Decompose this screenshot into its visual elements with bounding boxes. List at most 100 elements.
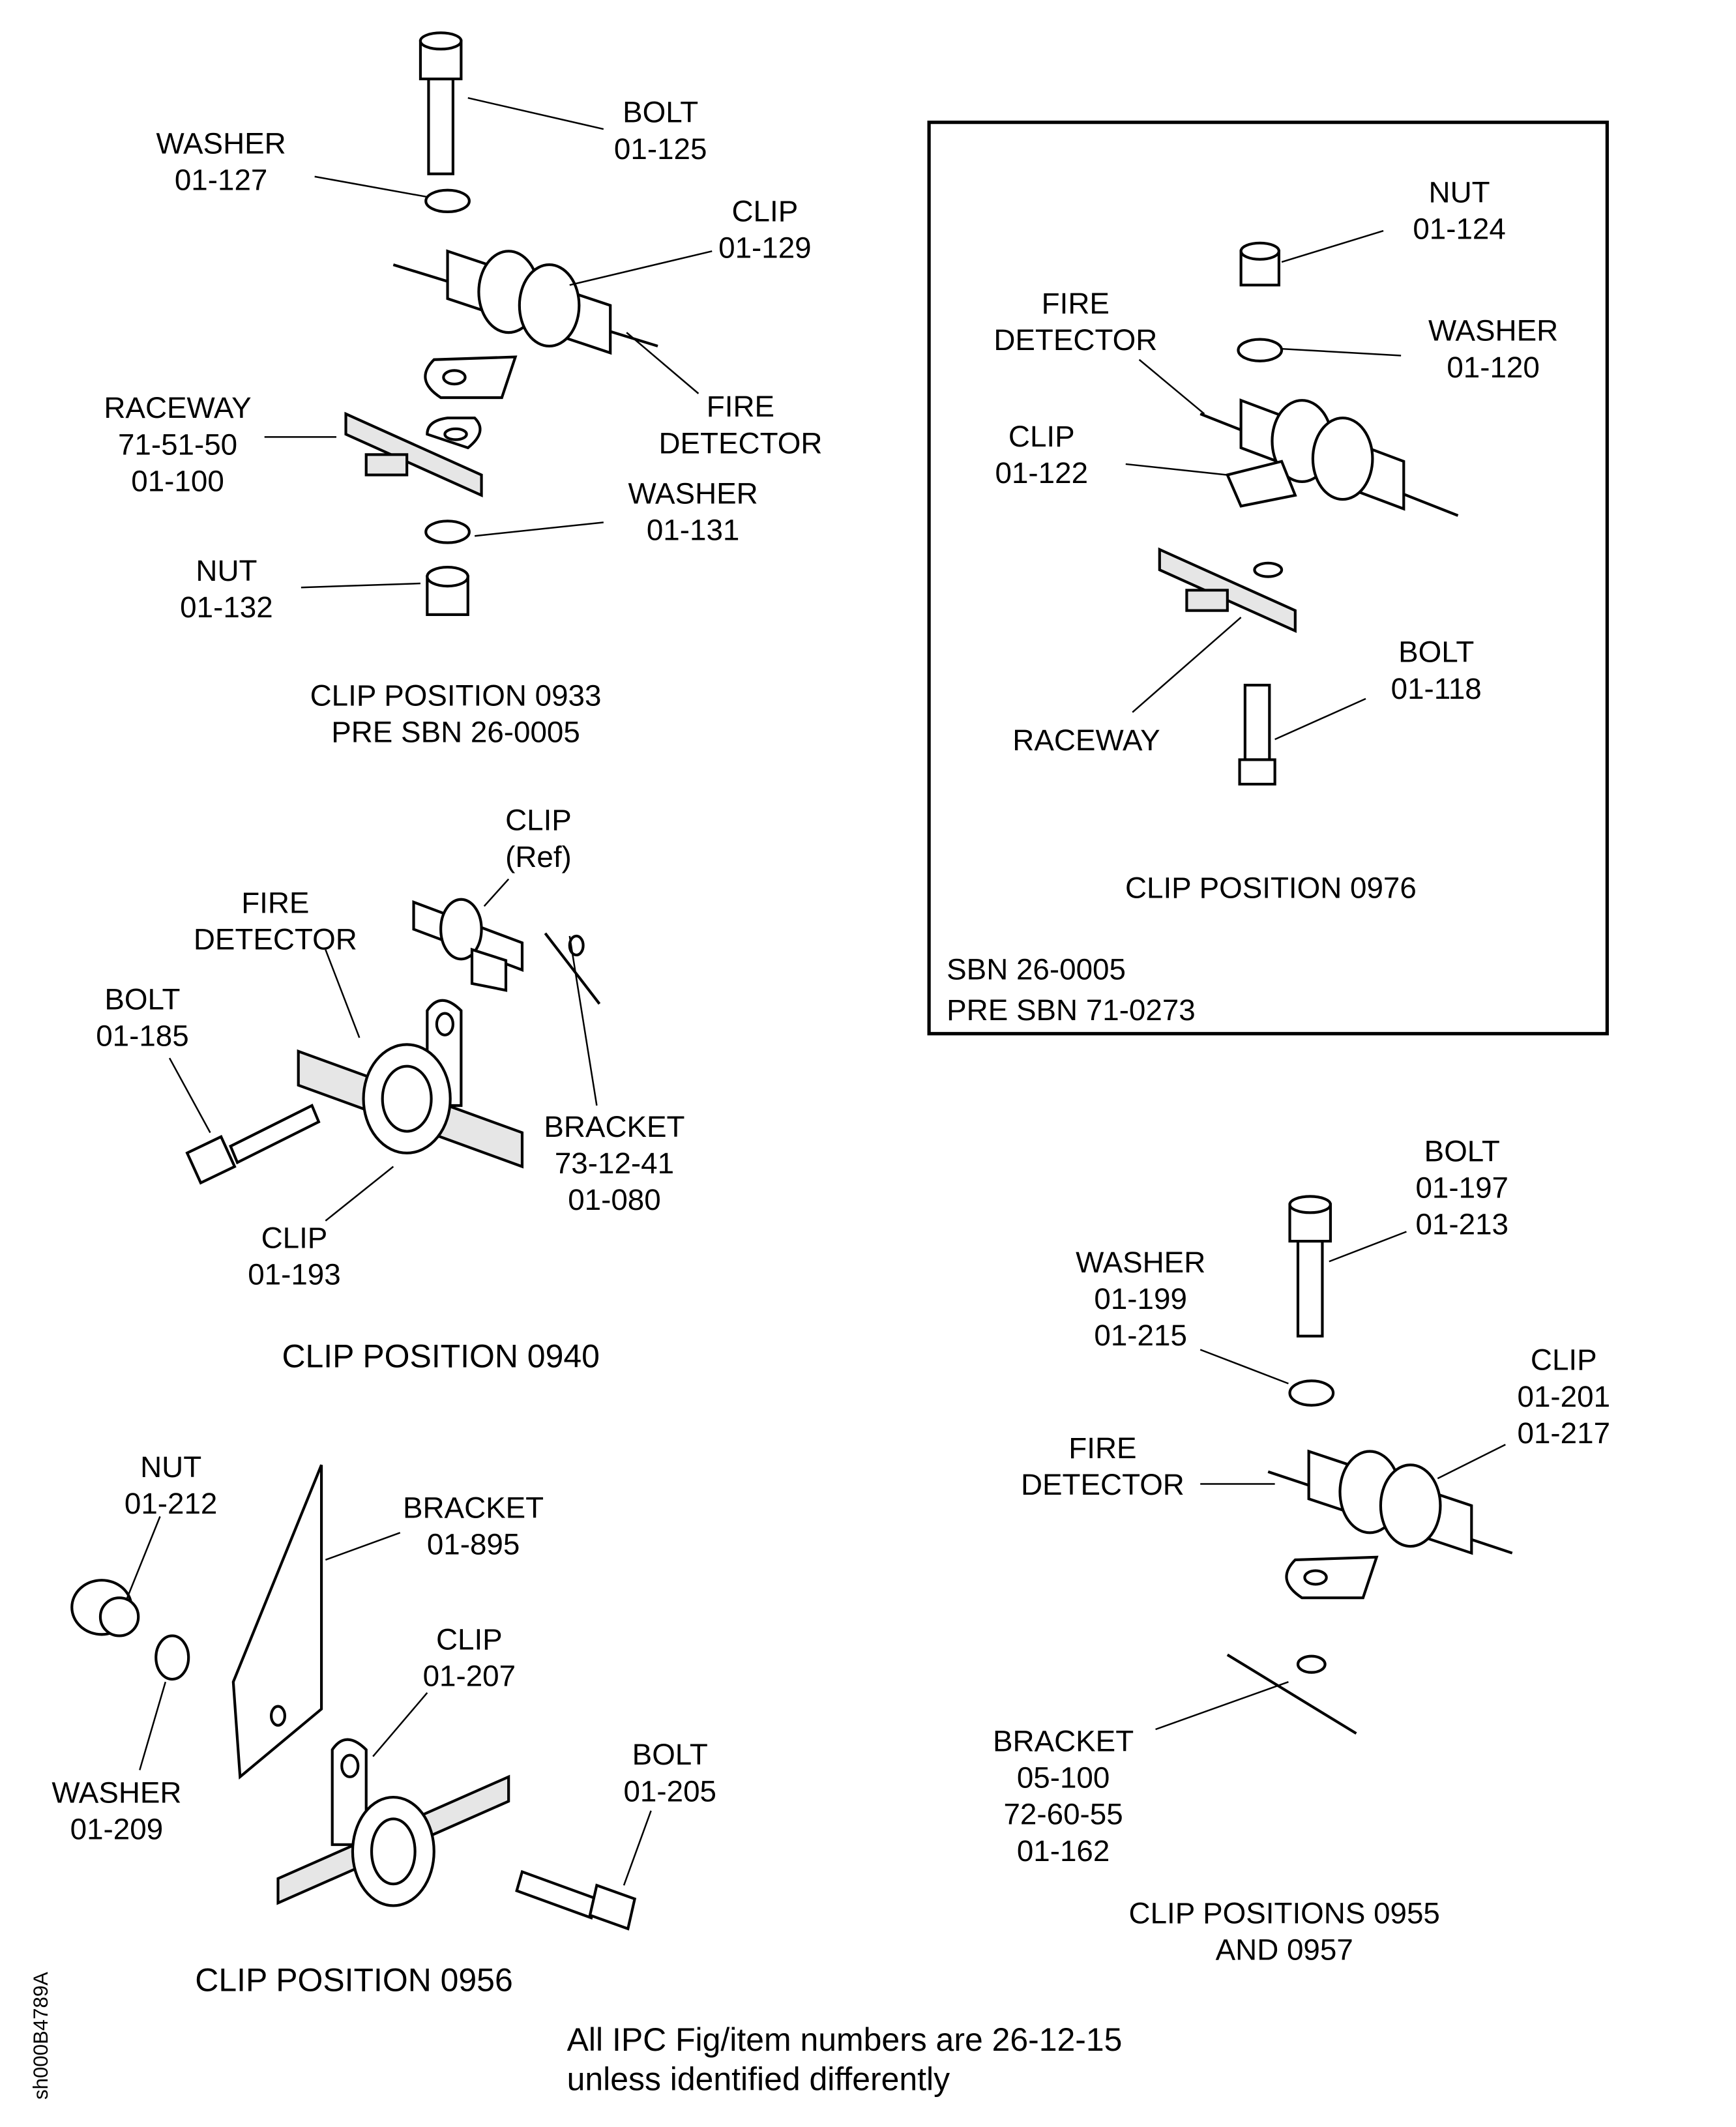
callout-bolt-0940: 01-185 [96,1019,189,1052]
callout-clip-0955: 01-217 [1518,1416,1611,1450]
callout-washer-0976: WASHER [1428,314,1558,347]
callout-bracket-0956: 01-895 [427,1528,520,1561]
leader-line [1329,1231,1407,1263]
callout-bolt-0956: 01-205 [623,1774,716,1808]
callout-bracket-0956: BRACKET [403,1491,544,1524]
callout-raceway-0933: 01-100 [131,465,224,498]
bracket-hole [270,1705,286,1727]
callout-fire-detector-0955: DETECTOR [1021,1468,1184,1501]
leader-line [1125,463,1228,476]
clip-ref-0940 [412,898,524,992]
callout-bracket-0955: BRACKET [993,1724,1134,1757]
callout-bracket-0940: BRACKET [544,1110,684,1143]
leader-line [1281,229,1384,263]
raceway-0976 [1158,547,1297,634]
nut-0933 [426,565,469,616]
leader-line [1281,347,1402,357]
leader-line [325,949,360,1038]
leader-lines [125,96,1506,1886]
nut-0976 [1239,241,1280,287]
callout-nut-0976: 01-124 [1413,213,1506,246]
clip-0955 [1267,1449,1513,1600]
callout-nut-0976: NUT [1429,175,1490,209]
leader-line [1437,1443,1506,1480]
callout-nut-0956: 01-212 [125,1487,218,1520]
callout-fire-detector-0955: FIRE [1068,1431,1136,1465]
bracket-ref-0940 [544,932,601,1005]
callout-raceway-0976: RACEWAY [1012,724,1160,757]
callout-bolt-0976: BOLT [1398,636,1474,669]
bolt-0955 [1288,1195,1332,1338]
callout-clip-0933: CLIP [732,195,799,228]
callout-clip-0955: 01-201 [1518,1380,1611,1413]
callout-fire-detector-0940: DETECTOR [194,923,357,956]
callout-bracket-0955: 72-60-55 [1003,1798,1123,1831]
callout-washer-0956: 01-209 [70,1813,164,1846]
callout-bolt-0933: 01-125 [614,132,707,166]
callout-washer-0933-top: WASHER [156,127,286,160]
callout-bolt-0955: BOLT [1424,1134,1500,1167]
part-drawings [70,31,1513,1931]
callout-bracket-0940: 01-080 [568,1183,661,1216]
callout-washer-0933-bottom: WASHER [628,477,758,510]
callout-clip-0956: 01-207 [423,1659,516,1692]
footer-note: unless identified differently [567,2061,950,2097]
callout-bracket-0940: 73-12-41 [555,1147,674,1180]
callout-clip-0976: CLIP [1008,420,1075,453]
caption-clip-position-0940: CLIP POSITION 0940 [282,1338,599,1375]
bracket-0955 [1226,1653,1357,1735]
callout-bracket-0955: 01-162 [1017,1834,1110,1868]
callout-nut-0933: NUT [196,554,257,587]
callout-bolt-0976: 01-118 [1391,672,1482,705]
callout-clip-0956: CLIP [436,1622,503,1656]
callout-bolt-0955: 01-213 [1415,1208,1508,1241]
leader-line [325,1532,401,1561]
caption-clip-positions-0955-0957: AND 0957 [1216,1933,1353,1967]
leader-line [483,878,510,907]
leader-line [467,96,604,130]
leader-line [1132,617,1242,713]
nut-0956 [70,1579,140,1637]
leader-line [1274,697,1366,741]
callout-washer-0933-top: 01-127 [175,164,268,197]
caption-clip-position-0976: CLIP POSITION 0976 [1125,872,1417,905]
callout-fire-detector-0976: DETECTOR [993,323,1157,357]
callout-raceway-0933: 71-51-50 [118,428,237,461]
callout-clip-0976: 01-122 [995,456,1089,490]
washer-0956 [154,1634,190,1681]
leader-line [475,521,604,537]
leader-line [372,1692,428,1757]
callout-clip-ref-0940: (Ref) [505,840,572,873]
callout-fire-detector-0940: FIRE [241,887,309,920]
callout-washer-0955: WASHER [1076,1246,1205,1279]
callout-fire-detector-0933: FIRE [707,390,774,423]
inset-frame-0976 [927,121,1609,1036]
callout-nut-0933: 01-132 [180,591,273,624]
labels: BOLT01-125WASHER01-127CLIP01-129RACEWAY7… [29,96,1610,2100]
callout-clip-0933: 01-129 [718,231,812,265]
leader-line [301,582,420,589]
bolt-0976 [1238,683,1276,786]
callout-bolt-0933: BOLT [623,96,698,129]
bracket-hole [568,934,585,957]
bolt-0956 [515,1870,637,1931]
clip-0940 [297,999,524,1169]
clip-0956 [276,1738,510,1907]
bolt-0933 [419,31,463,175]
leader-line [139,1681,167,1770]
drawing-id: sh000B4789A [29,1972,52,2100]
callout-washer-0955: 01-215 [1094,1319,1187,1352]
leader-line [569,250,713,286]
callout-nut-0956: NUT [140,1450,201,1484]
callout-washer-0976: 01-120 [1447,351,1540,384]
caption-sbn-0976: SBN 26-0005 [947,953,1126,986]
leader-line [1155,1681,1289,1731]
callout-clip-0940: 01-193 [248,1258,341,1291]
caption-clip-position-0933: PRE SBN 26-0005 [331,715,580,748]
clip-0976 [1199,398,1459,517]
leader-line [626,332,699,394]
leader-line [168,1057,211,1134]
callout-clip-0955: CLIP [1531,1343,1597,1377]
callout-washer-0933-bottom: 01-131 [647,513,740,546]
leader-line [325,1166,394,1222]
